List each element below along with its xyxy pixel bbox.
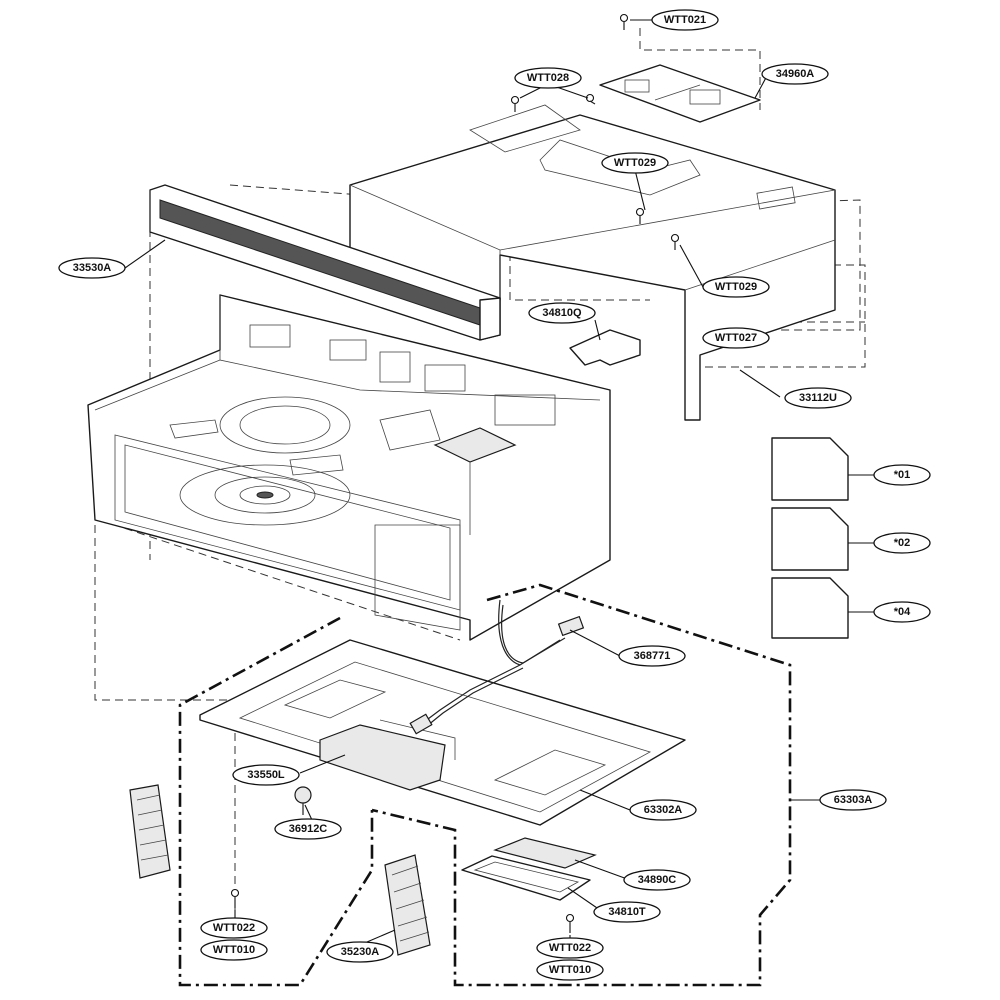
svg-text:34810Q: 34810Q bbox=[542, 307, 582, 319]
vent-cover-34890c-part bbox=[493, 837, 597, 869]
svg-text:63302A: 63302A bbox=[644, 804, 683, 816]
label-34890c: 34890C bbox=[623, 869, 691, 891]
wire-harness-part bbox=[409, 599, 585, 735]
svg-text:34810T: 34810T bbox=[608, 906, 646, 918]
svg-text:WTT028: WTT028 bbox=[527, 72, 569, 84]
label-34810q: 34810Q bbox=[528, 302, 596, 324]
front-grille-part bbox=[149, 184, 501, 341]
screws bbox=[230, 13, 680, 933]
svg-text:36912C: 36912C bbox=[289, 823, 328, 835]
label-wtt029-box: WTT029 bbox=[702, 276, 770, 298]
label-02: *02 bbox=[873, 532, 931, 554]
svg-text:368771: 368771 bbox=[634, 650, 671, 662]
label-36912c: 36912C bbox=[274, 818, 342, 840]
label-01: *01 bbox=[873, 464, 931, 486]
svg-text:33530A: 33530A bbox=[73, 262, 112, 274]
base-plate-part bbox=[199, 639, 686, 826]
label-04: *04 bbox=[873, 601, 931, 623]
lamp-socket-part bbox=[294, 786, 312, 815]
svg-text:34890C: 34890C bbox=[638, 874, 677, 886]
svg-text:35230A: 35230A bbox=[341, 946, 380, 958]
svg-text:33112U: 33112U bbox=[799, 392, 837, 404]
label-wtt022-left: WTT022 bbox=[200, 917, 268, 939]
label-33550l: 33550L bbox=[232, 764, 300, 786]
svg-text:*04: *04 bbox=[894, 606, 911, 618]
label-63302a: 63302A bbox=[629, 799, 697, 821]
svg-text:*02: *02 bbox=[894, 537, 911, 549]
label-wtt010-right: WTT010 bbox=[536, 959, 604, 981]
svg-text:33550L: 33550L bbox=[247, 769, 285, 781]
label-wtt029-top: WTT029 bbox=[601, 152, 669, 174]
vent-bracket-34810t-part bbox=[461, 855, 591, 901]
svg-text:WTT010: WTT010 bbox=[213, 944, 255, 956]
label-wtt021: WTT021 bbox=[651, 9, 719, 31]
filter-left-part bbox=[129, 784, 171, 879]
svg-text:WTT029: WTT029 bbox=[715, 281, 757, 293]
svg-text:WTT010: WTT010 bbox=[549, 964, 591, 976]
filter-35230a-part bbox=[384, 854, 431, 956]
svg-text:*01: *01 bbox=[894, 469, 911, 481]
label-34810t: 34810T bbox=[593, 901, 661, 923]
inner-cavity-part bbox=[87, 294, 611, 641]
label-wtt010-left: WTT010 bbox=[200, 939, 268, 961]
svg-text:WTT022: WTT022 bbox=[549, 942, 591, 954]
label-33112u: 33112U bbox=[784, 387, 852, 409]
assembly-outline-63303a bbox=[178, 583, 792, 987]
svg-text:WTT027: WTT027 bbox=[715, 332, 757, 344]
svg-text:WTT029: WTT029 bbox=[614, 157, 656, 169]
label-63303a: 63303A bbox=[819, 789, 887, 811]
label-wtt027: WTT027 bbox=[702, 327, 770, 349]
manual-sheets bbox=[771, 437, 849, 639]
svg-text:34960A: 34960A bbox=[776, 68, 815, 80]
bracket-34810q-part bbox=[569, 329, 641, 366]
label-368771: 368771 bbox=[618, 645, 686, 667]
label-33530a: 33530A bbox=[58, 257, 126, 279]
svg-text:WTT021: WTT021 bbox=[664, 14, 706, 26]
svg-text:WTT022: WTT022 bbox=[213, 922, 255, 934]
label-35230a: 35230A bbox=[326, 941, 394, 963]
label-wtt028: WTT028 bbox=[514, 67, 582, 89]
label-34960a: 34960A bbox=[761, 63, 829, 85]
top-bracket-part bbox=[599, 64, 761, 123]
label-wtt022-right: WTT022 bbox=[536, 937, 604, 959]
svg-text:63303A: 63303A bbox=[834, 794, 873, 806]
